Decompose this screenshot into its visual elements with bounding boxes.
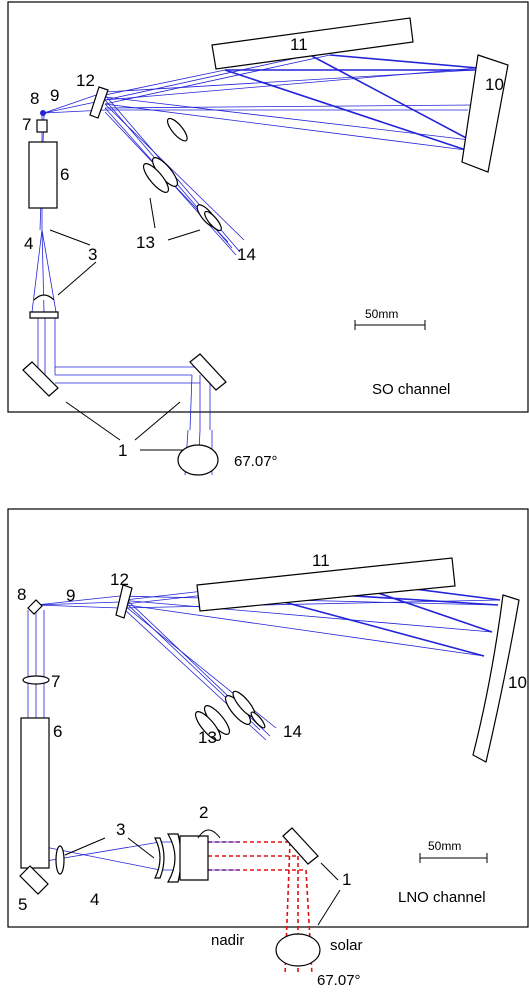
lno-label-6: 6 (53, 722, 62, 741)
so-grating-11 (211, 17, 414, 70)
lno-label-1: 1 (342, 870, 351, 889)
so-entrance-aperture (177, 444, 219, 476)
so-label-6: 6 (60, 165, 69, 184)
lno-label-8: 8 (17, 585, 26, 604)
lno-frame (7, 508, 529, 928)
so-lens-13e (204, 210, 222, 232)
so-channel-diagram: 11 10 12 8 9 7 6 4 3 13 14 1 50mm SO cha… (7, 1, 529, 476)
lno-filter-6 (20, 717, 50, 869)
so-label-13: 13 (136, 233, 155, 252)
so-input-rays (31, 114, 213, 476)
so-label-9: 9 (50, 86, 59, 105)
lno-nadir-label: nadir (211, 932, 244, 949)
so-mirror-1b (189, 353, 227, 391)
lno-lens-13b (194, 711, 222, 741)
so-filter-6 (28, 141, 58, 209)
lno-label-7: 7 (51, 672, 60, 691)
lno-scale-label: 50mm (428, 839, 461, 853)
lno-components (19, 557, 520, 967)
lno-mirror-5 (19, 865, 49, 895)
so-label-11: 11 (290, 35, 308, 54)
so-lens-13c (142, 163, 170, 193)
lno-channel-label: LNO channel (398, 889, 486, 906)
lno-mirror-1 (282, 827, 319, 865)
lno-label-14: 14 (283, 722, 302, 741)
lno-label-12: 12 (110, 570, 129, 589)
so-label-7: 7 (22, 115, 31, 134)
so-angle-label: 67.07° (234, 453, 278, 470)
so-channel-label: SO channel (372, 381, 450, 398)
so-label-4: 4 (24, 234, 33, 253)
so-label-10: 10 (485, 75, 504, 94)
lno-flip-mirror-2 (179, 835, 209, 881)
so-mirror-1a (22, 361, 59, 397)
lno-label-9: 9 (66, 586, 75, 605)
so-mirror-12 (89, 86, 109, 119)
lno-lens-7 (22, 675, 50, 685)
so-lens-3b (33, 294, 55, 301)
so-lens-13a (166, 117, 188, 142)
lno-label-2: 2 (199, 803, 208, 822)
so-components (22, 17, 509, 476)
lno-mirror-10 (472, 594, 520, 763)
lno-label-3: 3 (116, 820, 125, 839)
lno-lens-14 (250, 711, 266, 729)
lno-label-13: 13 (198, 728, 217, 747)
lno-grating-11 (196, 557, 456, 612)
so-leaders (49, 197, 426, 451)
lno-mirror-8 (27, 599, 43, 615)
lno-entrance-aperture (275, 933, 321, 967)
lno-label-4: 4 (90, 890, 99, 909)
lno-label-11: 11 (312, 551, 330, 570)
so-slit-8 (40, 110, 46, 116)
so-label-12: 12 (76, 71, 95, 90)
lno-rotate-arrow (197, 829, 221, 839)
so-mirror-10 (461, 54, 509, 173)
lno-lens-3b (154, 837, 165, 879)
lno-lens-3c (166, 833, 182, 883)
so-lens-3 (29, 311, 59, 319)
so-frame (7, 1, 529, 413)
so-component-7 (36, 119, 48, 133)
lno-leaders (64, 837, 488, 926)
lno-label-10: 10 (508, 673, 527, 692)
lno-channel-diagram: 11 10 12 8 9 7 6 3 2 5 4 13 14 1 50mm LN… (7, 508, 529, 989)
lno-mirror-12 (115, 584, 133, 619)
lno-angle-label: 67.07° (317, 972, 361, 989)
so-label-8: 8 (30, 89, 39, 108)
lno-solar-label: solar (330, 937, 363, 954)
lno-lens-3a (55, 845, 65, 875)
so-spectrometer-rays (43, 54, 479, 256)
lno-spectrometer-rays (119, 579, 501, 741)
so-label-1: 1 (118, 441, 127, 460)
lno-label-5: 5 (18, 895, 27, 914)
so-label-3: 3 (88, 245, 97, 264)
so-scale-label: 50mm (365, 307, 398, 321)
so-label-14: 14 (237, 245, 256, 264)
